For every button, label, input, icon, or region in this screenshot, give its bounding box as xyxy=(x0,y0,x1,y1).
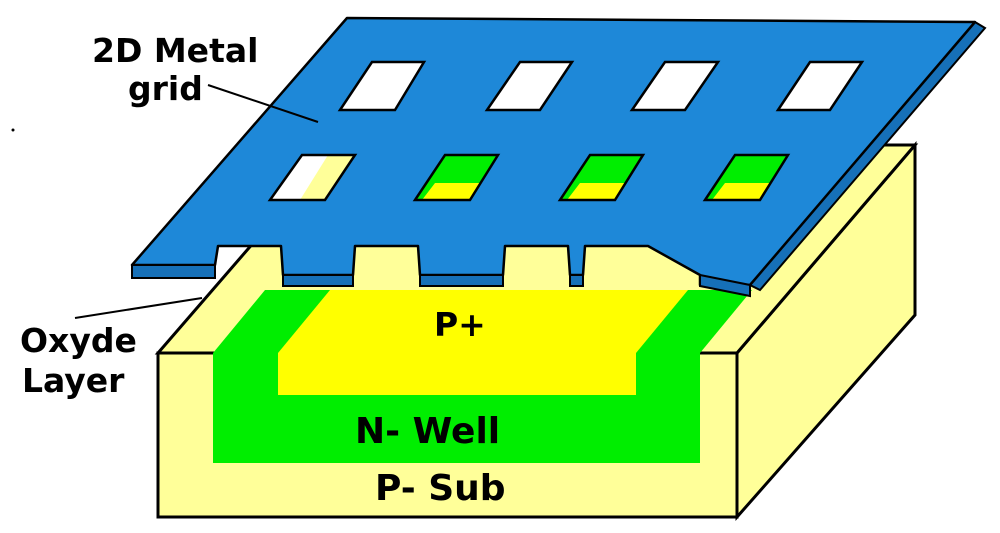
metal-edge-strip xyxy=(419,274,504,287)
metal-edge-strip xyxy=(699,273,751,298)
metal-edge-strip xyxy=(282,274,354,287)
oxide-leader-line xyxy=(74,297,203,319)
metal-grid-label-line2: grid xyxy=(128,69,203,108)
metal-edge-strip xyxy=(569,274,584,287)
p-plus-region xyxy=(278,290,688,395)
metal-grid xyxy=(130,16,987,298)
p-plus-front xyxy=(278,353,636,395)
stray-dot xyxy=(11,128,15,132)
grid-hole xyxy=(629,60,721,112)
grid-hole xyxy=(337,60,427,112)
p-plus-top xyxy=(278,290,688,353)
metal-grid-leader-line xyxy=(207,84,319,123)
grid-hole xyxy=(267,153,358,202)
oxide-label-line2: Layer xyxy=(22,361,125,400)
metal-edge-strip xyxy=(131,264,216,279)
grid-hole xyxy=(412,153,501,202)
grid-hole xyxy=(775,60,865,112)
oxide-label-line1: Oxyde xyxy=(20,321,137,360)
grid-hole xyxy=(557,153,646,202)
metal-grid-label-line1: 2D Metal xyxy=(92,31,258,70)
p-sub-label: P- Sub xyxy=(375,468,506,509)
n-well-label: N- Well xyxy=(355,411,500,452)
grid-hole xyxy=(484,60,575,112)
p-plus-label: P+ xyxy=(434,305,486,344)
grid-hole xyxy=(702,153,791,202)
